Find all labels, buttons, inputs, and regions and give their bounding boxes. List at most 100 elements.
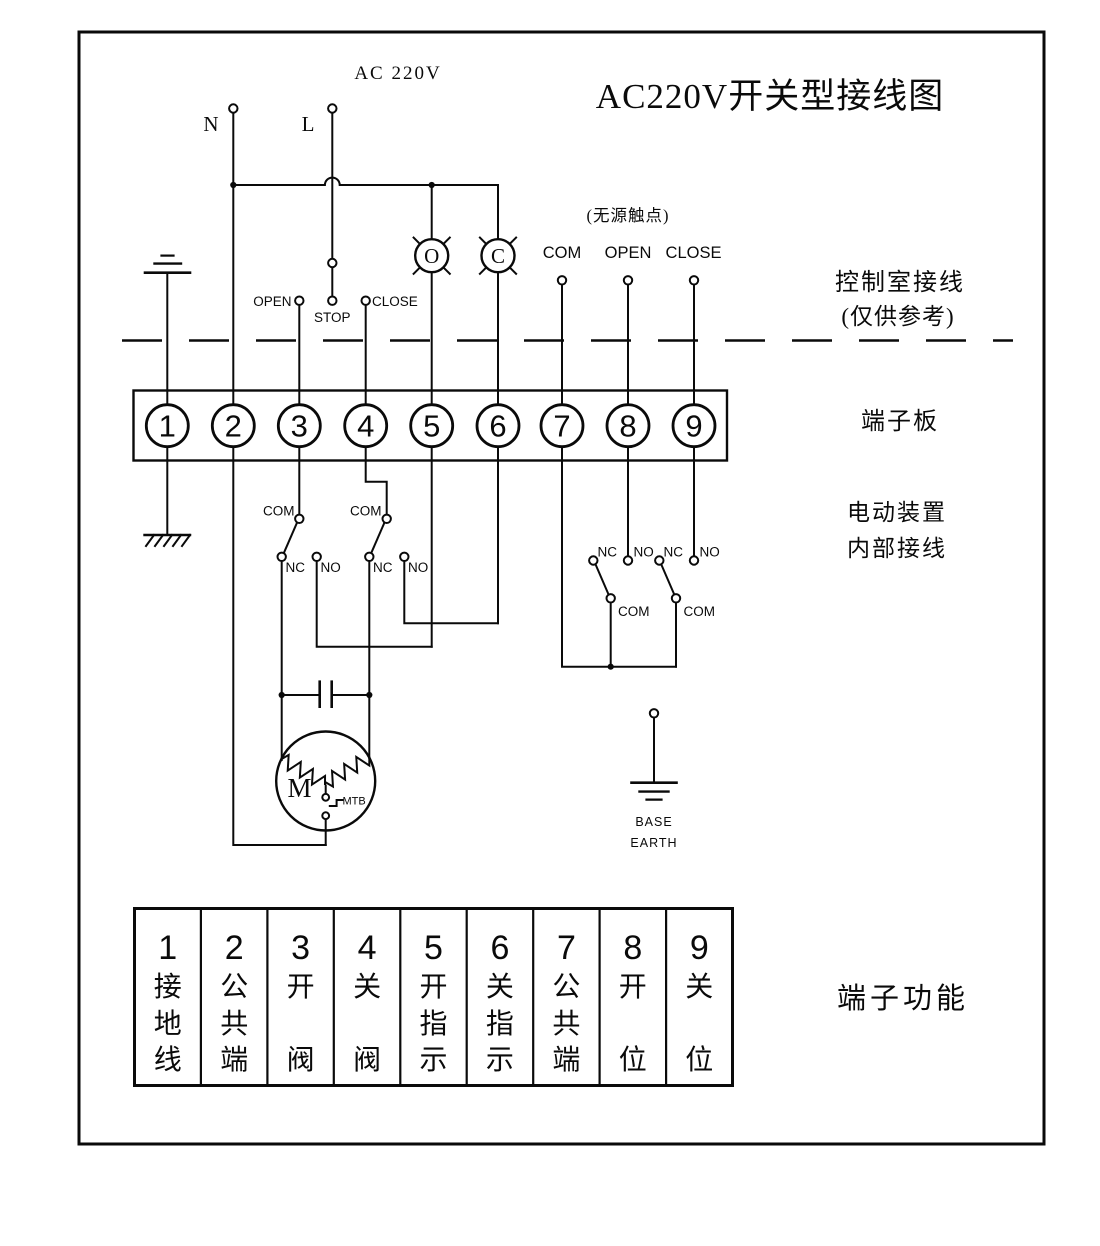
right-no2-label: NO xyxy=(700,545,720,560)
remote-close-point xyxy=(688,275,700,286)
table-col6-char3: 示 xyxy=(486,1045,514,1076)
motor-symbol xyxy=(275,730,377,832)
table-col4-char3: 阀 xyxy=(353,1044,381,1076)
ground-hatches xyxy=(144,533,192,548)
table-col2-char2: 共 xyxy=(220,1008,248,1040)
junction-capacitor-left xyxy=(278,691,285,699)
terminal-number-2: 2 xyxy=(225,409,242,444)
terminal-number-6: 6 xyxy=(489,409,506,444)
remote-open-label: OPEN xyxy=(605,244,652,262)
neutral-terminal-point xyxy=(228,103,239,114)
neutral-label: N xyxy=(203,112,218,136)
table-col3-char3: 阀 xyxy=(287,1044,315,1076)
left-com2-label: COM xyxy=(350,504,382,519)
base-earth-symbol xyxy=(630,781,678,801)
table-col7-char1: 公 xyxy=(552,972,580,1003)
stop-button-bottom-point xyxy=(327,295,338,306)
left-nc1-label: NC xyxy=(286,560,306,575)
left-com1-label: COM xyxy=(263,504,295,519)
terminal-circle-9 xyxy=(671,403,717,449)
junction-common-right xyxy=(607,663,614,670)
table-col6-number: 6 xyxy=(490,929,509,967)
left-com2-point xyxy=(381,513,392,524)
table-col3-number: 3 xyxy=(291,929,310,967)
dry-contact-note: (无源触点) xyxy=(587,206,670,225)
mtb-contact-top xyxy=(321,792,331,802)
earth-symbol-control-room xyxy=(143,254,192,274)
lamp-circle-open xyxy=(414,237,450,274)
close-indicator-lamp: C xyxy=(478,236,518,276)
table-col2-number: 2 xyxy=(225,929,244,967)
terminal-number-1: 1 xyxy=(159,409,176,444)
lamp-letter-close: C xyxy=(491,244,505,268)
right-nc2-label: NC xyxy=(664,545,684,560)
mtb-label: MTB xyxy=(343,796,366,808)
wire-no2-to-terminal6 xyxy=(403,560,499,625)
motor-letter: M xyxy=(287,773,311,803)
mtb-contact-bottom xyxy=(321,811,331,821)
right-com1-point xyxy=(605,593,616,604)
table-col1-char2: 地 xyxy=(154,1008,182,1040)
table-col8-char3: 位 xyxy=(619,1044,647,1076)
left-nc2-label: NC xyxy=(373,560,393,575)
junction-bus-open-lamp xyxy=(428,181,435,189)
motor-winding-left xyxy=(280,753,327,787)
right-no1-label: NO xyxy=(634,545,654,560)
junction-capacitor-right xyxy=(366,691,373,699)
terminal-function-label: 端子功能 xyxy=(837,982,969,1015)
wire-close-button-terminal4 xyxy=(364,303,388,516)
table-col9-number: 9 xyxy=(690,929,709,967)
wire-no1-to-terminal5 xyxy=(315,560,433,648)
table-col5-char1: 开 xyxy=(419,972,447,1003)
terminal-board-terminals: 1 2 3 4 5 6 7 8 9 xyxy=(144,403,717,449)
left-nc2-point xyxy=(364,551,375,562)
table-col7-number: 7 xyxy=(557,929,576,967)
close-button-label: CLOSE xyxy=(372,294,418,309)
junction-dots xyxy=(230,181,614,699)
terminal-number-4: 4 xyxy=(357,409,374,444)
table-col4-char1: 关 xyxy=(353,971,381,1003)
terminal-circle-5 xyxy=(409,403,455,449)
table-col5-number: 5 xyxy=(424,929,443,967)
contact-points xyxy=(228,103,700,719)
open-button-label: OPEN xyxy=(253,294,291,309)
live-label: L xyxy=(302,112,315,136)
close-button-point xyxy=(360,295,371,306)
page-title: AC220V开关型接线图 xyxy=(596,77,944,116)
table-col9-char1: 关 xyxy=(685,971,713,1003)
left-no2-point xyxy=(399,551,410,562)
left-no2-label: NO xyxy=(408,560,428,575)
right-com1-label: COM xyxy=(618,604,650,619)
open-indicator-lamp: O xyxy=(412,236,452,276)
remote-com-point xyxy=(556,275,568,286)
power-supply-label: AC 220V xyxy=(354,63,441,84)
table-col1-number: 1 xyxy=(158,929,177,967)
terminal-circle-8 xyxy=(605,403,651,449)
control-room-note-line1: 控制室接线 xyxy=(835,269,965,296)
table-col6-char2: 指 xyxy=(486,1008,514,1040)
switch-arm-right-1 xyxy=(594,562,610,596)
table-col8-number: 8 xyxy=(623,929,642,967)
internal-wiring-label-line1: 电动装置 xyxy=(847,500,947,525)
table-col1-char1: 接 xyxy=(154,971,182,1003)
base-earth-label-line1: BASE xyxy=(635,815,672,829)
control-room-note-line2: (仅供参考) xyxy=(841,304,954,329)
left-nc1-point xyxy=(276,551,287,562)
right-nc1-label: NC xyxy=(598,545,618,560)
terminal-function-table: 1 2 3 4 5 6 7 8 9 接 地 线 公 共 端 开 阀 关 阀 开 … xyxy=(133,907,734,1087)
stop-button-top-point xyxy=(327,257,338,269)
switch-arm-right-2 xyxy=(659,562,676,596)
wire-neutral-terminal2-motor-return xyxy=(232,111,327,846)
left-com1-point xyxy=(294,513,305,524)
table-col2-char3: 端 xyxy=(220,1044,248,1076)
terminal-number-3: 3 xyxy=(291,409,308,444)
table-col7-char3: 端 xyxy=(552,1044,580,1076)
table-col6-char1: 关 xyxy=(486,971,514,1003)
terminal-circle-2 xyxy=(210,403,256,449)
lamp-circle-close xyxy=(480,237,516,274)
table-col1-char3: 线 xyxy=(154,1044,182,1076)
outer-border xyxy=(77,30,1046,1146)
junction-bus-neutral xyxy=(230,181,237,189)
table-col5-char3: 示 xyxy=(419,1045,447,1076)
